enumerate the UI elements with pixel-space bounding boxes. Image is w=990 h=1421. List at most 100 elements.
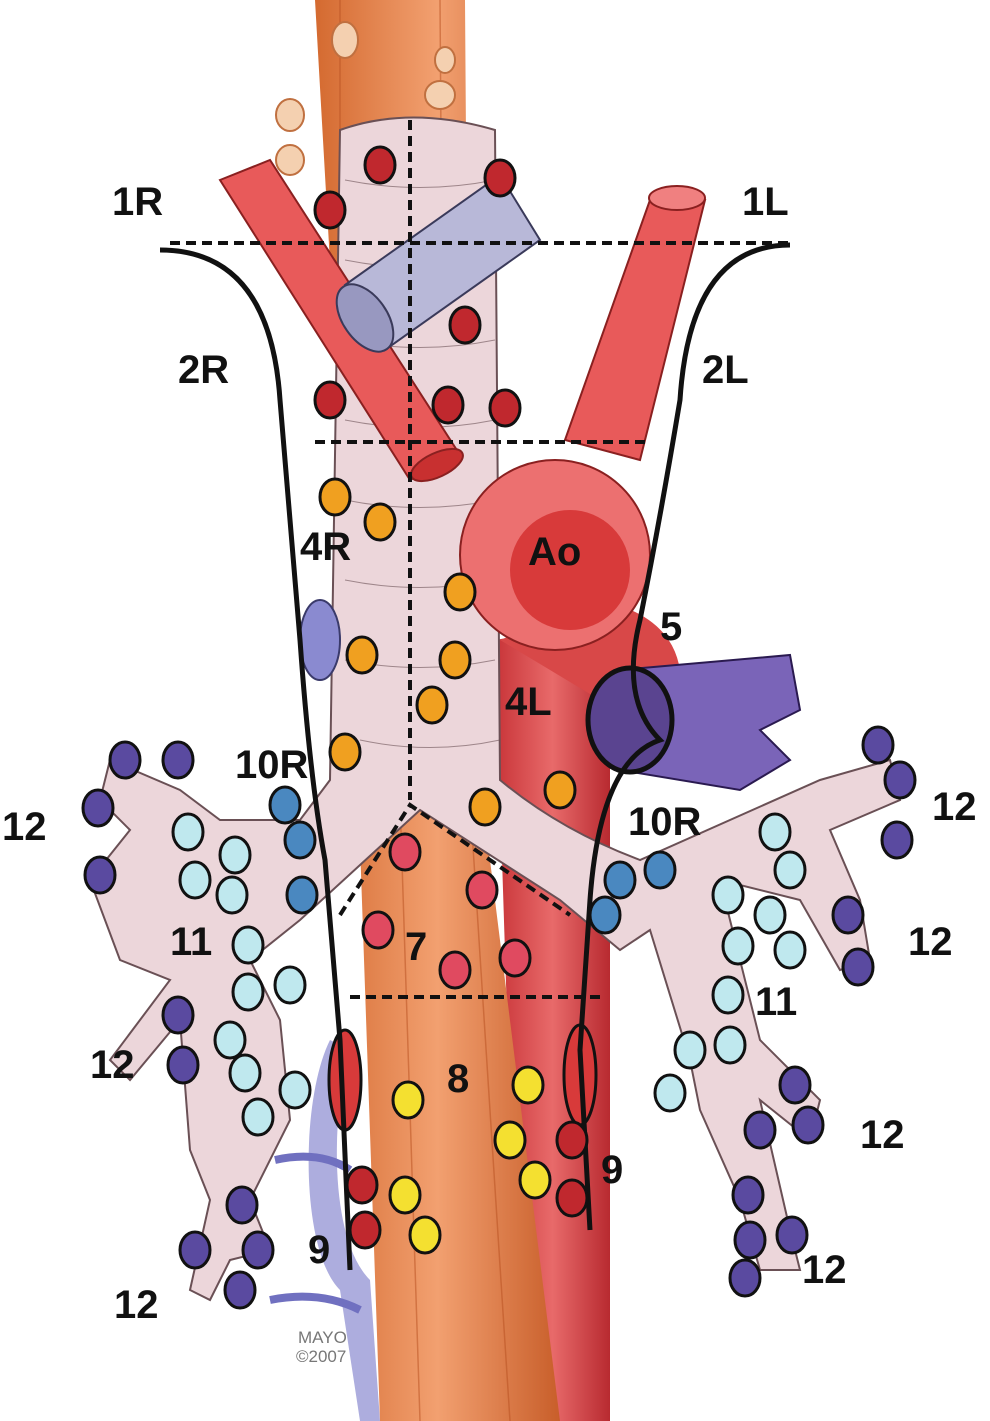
pulmonary-artery-opening [585, 665, 675, 775]
lymph-node [318, 477, 352, 517]
label-5: 5 [660, 605, 682, 649]
lymph-node [363, 502, 397, 542]
lymph-node [543, 770, 577, 810]
lymph-node [361, 910, 395, 950]
label-2R: 2R [178, 348, 229, 392]
lymph-node [778, 1065, 812, 1105]
lymph-node [603, 860, 637, 900]
lymph-node [711, 875, 745, 915]
lymph-node [555, 1120, 589, 1160]
lymph-node [171, 812, 205, 852]
label-8: 8 [447, 1057, 469, 1101]
label-9-left: 9 [308, 1228, 330, 1272]
lymph-node [488, 388, 522, 428]
lymph-node [498, 938, 532, 978]
lymph-node [391, 1080, 425, 1120]
lymph-node [278, 1070, 312, 1110]
label-aorta: Ao [528, 530, 581, 574]
lymph-node [743, 1110, 777, 1150]
label-12: 12 [2, 805, 47, 849]
lymph-node [285, 875, 319, 915]
lymph-node [178, 860, 212, 900]
label-11-right: 11 [755, 980, 797, 1024]
lymph-node [225, 1185, 259, 1225]
lymph-node [773, 930, 807, 970]
lymph-node [643, 850, 677, 890]
credit-year: ©2007 [296, 1347, 346, 1366]
lymph-node [215, 875, 249, 915]
lymph-node [438, 950, 472, 990]
label-12: 12 [932, 785, 977, 829]
lymph-node [81, 788, 115, 828]
lymph-node [108, 740, 142, 780]
lymph-node [791, 1105, 825, 1145]
lymph-node [345, 635, 379, 675]
lymph-node [733, 1220, 767, 1260]
lymph-node [313, 190, 347, 230]
lymph-node [493, 1120, 527, 1160]
lymph-node [348, 1210, 382, 1250]
lymph-node [518, 1160, 552, 1200]
lymph-node [313, 380, 347, 420]
lymph-node [388, 832, 422, 872]
label-12: 12 [860, 1113, 905, 1157]
lymph-node [731, 1175, 765, 1215]
lymph-node [161, 740, 195, 780]
lymph-node [448, 305, 482, 345]
lymph-node [241, 1097, 275, 1137]
lymph-node [438, 640, 472, 680]
lymph-node [443, 572, 477, 612]
brachiocephalic-vein-opening [335, 283, 395, 353]
label-12: 12 [802, 1248, 847, 1292]
lymph-node [415, 685, 449, 725]
label-9-right: 9 [601, 1148, 623, 1192]
lymph-nodes [81, 145, 917, 1310]
lymph-node [775, 1215, 809, 1255]
label-1L: 1L [742, 180, 789, 224]
lymph-node [861, 725, 895, 765]
paraesophageal-faint-nodes [275, 21, 456, 176]
lymph-node [231, 925, 265, 965]
lymph-node [223, 1270, 257, 1310]
lymph-node [363, 145, 397, 185]
lymph-node [345, 1165, 379, 1205]
left-subclavian-opening [648, 185, 706, 211]
lymph-node [213, 1020, 247, 1060]
lymph-node [166, 1045, 200, 1085]
lymph-node [408, 1215, 442, 1255]
lymph-node [83, 855, 117, 895]
lymph-node [880, 820, 914, 860]
lymph-node [841, 947, 875, 987]
label-12: 12 [114, 1283, 159, 1327]
lymph-node [218, 835, 252, 875]
lymph-node [268, 785, 302, 825]
label-12: 12 [90, 1043, 135, 1087]
left-subclavian-artery [563, 199, 707, 462]
label-11-left: 11 [170, 920, 212, 964]
lymph-node [653, 1073, 687, 1113]
lymph-node [273, 965, 307, 1005]
label-10R-right: 10R [628, 800, 701, 844]
lymph-node [721, 926, 755, 966]
label-7: 7 [405, 925, 427, 969]
lymph-node [773, 850, 807, 890]
azygos-arch-opening [299, 599, 341, 681]
aortic-lumen [510, 510, 630, 630]
lymph-node [511, 1065, 545, 1105]
lymph-node [728, 1258, 762, 1298]
lymph-node [431, 385, 465, 425]
lymph-node [241, 1230, 275, 1270]
station-boundary-dashes [170, 120, 790, 999]
label-1R: 1R [112, 180, 163, 224]
lymph-node [178, 1230, 212, 1270]
lymph-node [468, 787, 502, 827]
lymph-node [713, 1025, 747, 1065]
label-10R-left: 10R [235, 743, 308, 787]
azygos-vein [308, 1040, 380, 1421]
lymph-node [588, 895, 622, 935]
lymph-node [758, 812, 792, 852]
lymph-node [161, 995, 195, 1035]
lymph-node [883, 760, 917, 800]
